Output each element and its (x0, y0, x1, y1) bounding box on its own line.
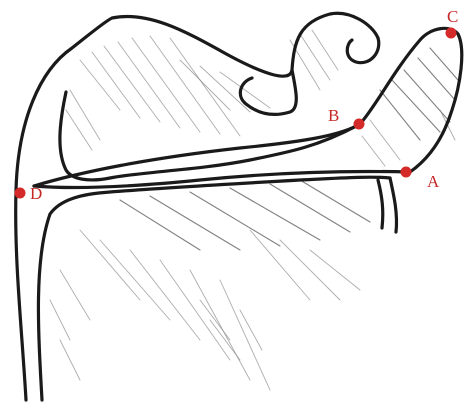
point-a: A (401, 167, 441, 192)
point-c-label: C (447, 7, 458, 26)
point-d-label: D (30, 184, 42, 203)
point-c-marker (446, 28, 457, 39)
point-a-label: A (427, 172, 440, 191)
point-d-marker (15, 188, 26, 199)
bone-outline (16, 13, 462, 400)
point-b-label: B (328, 106, 339, 125)
point-d: D (15, 184, 43, 203)
point-b: B (328, 106, 365, 130)
point-b-marker (354, 119, 365, 130)
point-a-marker (401, 167, 412, 178)
point-c: C (446, 7, 459, 39)
